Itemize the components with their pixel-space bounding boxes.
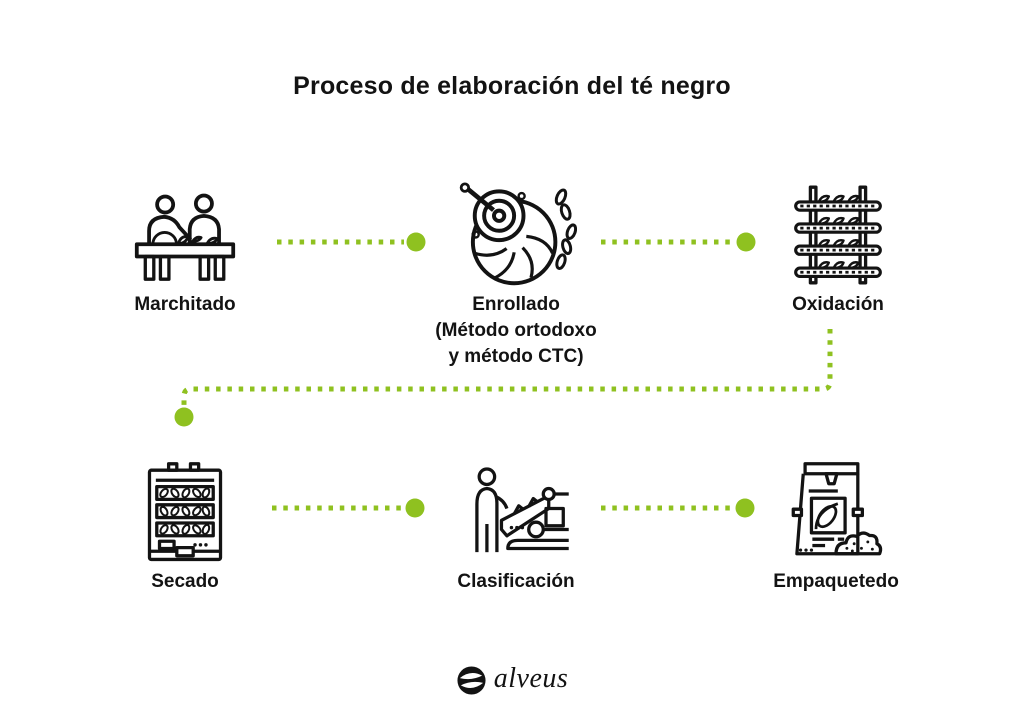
step-label-enrollado: Enrollado bbox=[472, 294, 560, 315]
packaging-bag-icon bbox=[726, 442, 946, 564]
page-title: Proceso de elaboración del té negro bbox=[293, 72, 731, 100]
step-sublabel-enrollado-line1: (Método ortodoxo bbox=[435, 320, 597, 341]
step-enrollado: Enrollado (Método ortodoxo y método CTC) bbox=[406, 175, 626, 370]
brand-name: alveus bbox=[493, 663, 569, 694]
flow-dot-secado bbox=[174, 407, 194, 427]
withering-table-icon bbox=[75, 175, 295, 287]
step-sublabel-enrollado-line2: y método CTC) bbox=[448, 346, 584, 367]
step-oxidacion: Oxidación bbox=[728, 175, 948, 318]
step-label-oxidacion: Oxidación bbox=[792, 294, 884, 315]
step-label-clasificacion: Clasificación bbox=[457, 571, 575, 592]
step-marchitado: Marchitado bbox=[75, 175, 295, 318]
step-secado: Secado bbox=[75, 442, 295, 595]
oxidation-rack-icon bbox=[728, 175, 948, 287]
step-label-marchitado: Marchitado bbox=[134, 294, 236, 315]
step-clasificacion: Clasificación bbox=[406, 442, 626, 595]
step-label-empaquetedo: Empaquetedo bbox=[773, 571, 899, 592]
drying-oven-icon bbox=[75, 442, 295, 564]
sorting-conveyor-icon bbox=[406, 442, 626, 564]
alveus-leaf-logo-icon bbox=[457, 665, 486, 695]
step-label-secado: Secado bbox=[151, 571, 219, 592]
step-empaquetedo: Empaquetedo bbox=[726, 442, 946, 595]
brand-footer: alveus bbox=[0, 660, 1024, 700]
rolling-machine-icon bbox=[406, 175, 626, 287]
